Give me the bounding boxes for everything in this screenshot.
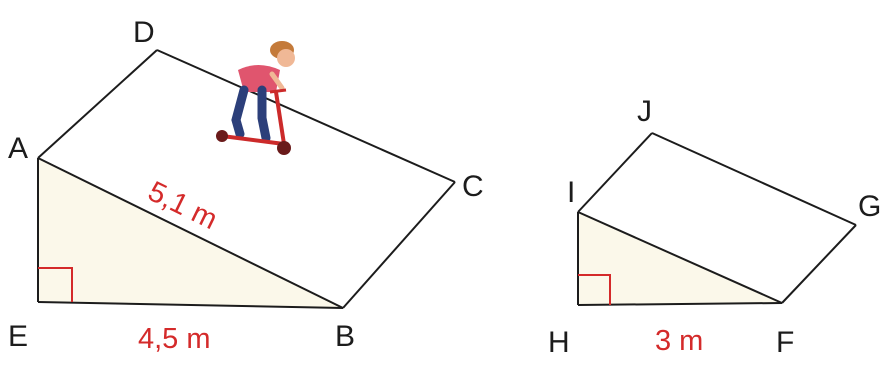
left-ramp-top-face bbox=[38, 50, 455, 308]
rider-torso bbox=[238, 65, 280, 92]
vertex-label-I: I bbox=[567, 176, 575, 209]
vertex-label-J: J bbox=[637, 95, 652, 128]
edge-AD bbox=[37, 49, 158, 159]
rider-head bbox=[277, 49, 295, 67]
scooter-deck bbox=[221, 134, 285, 146]
right-ramp-top-face bbox=[578, 133, 856, 303]
right-angle-mark-H bbox=[578, 274, 611, 305]
right-ramp-figure bbox=[577, 132, 857, 306]
edge-IF bbox=[577, 211, 783, 304]
scooter-handlebar bbox=[269, 88, 287, 94]
scooter-stem bbox=[274, 91, 286, 145]
edge-JG bbox=[651, 132, 857, 226]
scooter-rear-wheel bbox=[216, 130, 228, 142]
edge-AB bbox=[37, 157, 344, 309]
left-ramp-figure bbox=[37, 49, 456, 309]
right-angle-mark-E bbox=[38, 267, 73, 302]
edge-DC bbox=[156, 49, 456, 183]
edge-IJ bbox=[577, 132, 653, 213]
vertex-label-F: F bbox=[776, 326, 794, 359]
rider-legs bbox=[231, 85, 271, 143]
vertex-label-H: H bbox=[548, 326, 570, 359]
vertex-label-D: D bbox=[133, 16, 155, 49]
scooter-front-wheel bbox=[277, 141, 291, 155]
edge-CB bbox=[342, 181, 456, 309]
vertex-label-A: A bbox=[8, 132, 28, 165]
edge-EB bbox=[37, 301, 344, 309]
vertex-label-B: B bbox=[335, 320, 355, 353]
measure-label-HF: 3 m bbox=[655, 325, 703, 357]
edge-GF bbox=[781, 224, 857, 304]
vertex-label-G: G bbox=[858, 190, 881, 223]
vertex-label-C: C bbox=[462, 170, 484, 203]
scooter-rider-illustration bbox=[216, 41, 295, 155]
edge-HF bbox=[577, 302, 783, 306]
measure-label-EB: 4,5 m bbox=[138, 323, 211, 355]
vertex-label-E: E bbox=[8, 320, 28, 353]
rider-arm bbox=[269, 71, 285, 91]
